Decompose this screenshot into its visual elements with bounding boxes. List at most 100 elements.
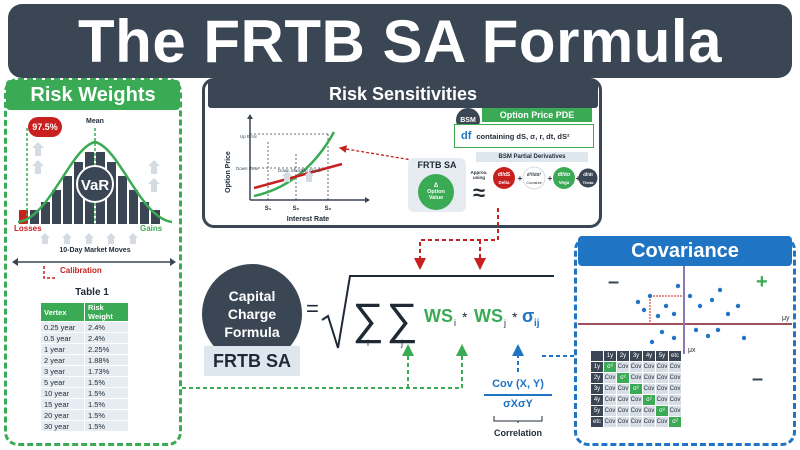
scatter-plot: – + μy μx	[578, 266, 792, 354]
svg-text:*: *	[512, 309, 518, 325]
scatter-points	[635, 283, 747, 345]
table-row: 1y 2y 3y 4y 5y etc	[590, 350, 682, 362]
svg-text:S₀: S₀	[293, 206, 300, 212]
table-header: Vertex	[40, 302, 85, 322]
gains-label: Gains	[140, 224, 163, 233]
greek-curvature: d²f/dS² Curvature	[522, 166, 546, 190]
svg-text:df/dS: df/dS	[498, 172, 511, 178]
pde-box: df containing dS, σ, r, dt, dS²	[454, 124, 594, 148]
greek-vega: df/dσ Vega	[553, 167, 575, 189]
frtb-sa-label: FRTB SA	[204, 346, 300, 376]
svg-text:df/dt: df/dt	[583, 172, 593, 177]
correlation-numerator: Cov (X, Y)	[492, 378, 544, 390]
covariance-header: Covariance	[578, 236, 792, 266]
svg-text:Curvature: Curvature	[526, 181, 541, 185]
greek-delta: df/dS Delta	[493, 167, 515, 189]
table-row: 1y σ² Cov Cov Cov Cov Cov	[590, 361, 682, 373]
page-title: The FRTB SA Formula	[78, 7, 722, 75]
percentile-badge: 97.5%	[28, 117, 62, 137]
option-price-chart: Option Price Up Error Down Error Down Sh…	[225, 114, 370, 223]
greeks-row: df/dS Delta + d²f/dS² Curvature + df/dσ …	[493, 166, 598, 190]
svg-text:*: *	[462, 309, 468, 325]
red-connector	[414, 208, 499, 270]
table-row: 3y Cov Cov σ² Cov Cov Cov	[590, 383, 682, 395]
correlation-denominator: σXσY	[503, 398, 533, 410]
svg-text:Delta: Delta	[498, 180, 510, 185]
red-inner-arrow	[338, 145, 449, 167]
table-header: Risk Weight	[84, 302, 129, 322]
correlation-label: Correlation	[493, 428, 542, 438]
var-label: VaR	[81, 177, 110, 194]
interest-rate-axis-label: Interest Rate	[287, 216, 330, 223]
market-moves-label: 10-Day Market Moves	[59, 247, 131, 254]
covariance-table: 1y 2y 3y 4y 5y etc 1y σ² Cov Cov Cov Cov…	[590, 350, 682, 428]
svg-text:Up Shock: Up Shock	[302, 168, 322, 173]
svg-text:+: +	[756, 271, 768, 293]
svg-text:Theta: Theta	[583, 180, 594, 185]
svg-text:∑: ∑	[386, 295, 417, 344]
title-banner: The FRTB SA Formula	[8, 4, 792, 78]
partial-derivatives-label: BSM Partial Derivatives	[476, 152, 588, 162]
table-row: etc Cov Cov Cov Cov Cov σ²	[590, 416, 682, 428]
minus-bottom: –	[752, 368, 764, 390]
svg-text:i: i	[454, 318, 456, 328]
svg-text:ij: ij	[534, 318, 540, 329]
formula-root: ∑ ∑ i j WS i * WS j * σ ij	[321, 275, 554, 349]
svg-text:+: +	[548, 174, 553, 183]
ws-j: WS	[474, 306, 503, 326]
risk-weights-header: Risk Weights	[6, 80, 180, 110]
frtb-card-label: FRTB SA	[417, 160, 457, 170]
option-pde-header: Option Price PDE	[482, 108, 592, 122]
svg-text:+: +	[518, 174, 523, 183]
svg-text:Down Shock: Down Shock	[278, 168, 304, 173]
sigma-ij: σ	[522, 306, 534, 326]
mean-label: Mean	[86, 118, 104, 125]
svg-text:Down Error: Down Error	[236, 166, 259, 171]
market-moves-axis	[12, 258, 176, 266]
svg-text:d²f/dS²: d²f/dS²	[527, 172, 542, 177]
svg-text:S₁: S₁	[265, 206, 272, 212]
table-title: Table 1	[75, 287, 109, 298]
risk-sensitivities-header: Risk Sensitivities	[208, 80, 598, 108]
svg-text:j: j	[400, 338, 403, 348]
svg-text:j: j	[503, 318, 506, 328]
svg-text:Up Error: Up Error	[240, 134, 258, 139]
correlation-brace	[493, 416, 543, 423]
calibration-label: Calibration	[60, 266, 102, 275]
approx-label: Approx. using	[470, 170, 488, 180]
losses-label: Losses	[14, 224, 42, 233]
greek-theta: df/dt Theta	[578, 168, 598, 188]
svg-text:df/dσ: df/dσ	[558, 172, 571, 178]
svg-text:–: –	[608, 271, 619, 293]
green-connector	[182, 344, 468, 389]
distribution-chart: VaR	[17, 128, 173, 244]
table-row: 2y Cov σ² Cov Cov Cov Cov	[590, 372, 682, 384]
svg-text:μx: μx	[688, 347, 696, 354]
svg-text:i: i	[367, 338, 369, 348]
svg-text:+: +	[576, 174, 581, 183]
fraction-bar	[484, 394, 552, 396]
option-price-axis-label: Option Price	[225, 151, 232, 193]
calibration-arrow	[43, 266, 56, 279]
svg-text:∑: ∑	[352, 295, 383, 344]
table-row: 5y Cov Cov Cov Cov σ² Cov	[590, 405, 682, 417]
ws-i: WS	[424, 306, 453, 326]
approx-symbol: ≈	[472, 180, 486, 205]
equals-sign: =	[306, 296, 319, 321]
svg-text:S₂: S₂	[325, 206, 332, 212]
svg-text:μy: μy	[782, 315, 790, 322]
svg-text:Vega: Vega	[559, 180, 570, 185]
table-row: 4y Cov Cov Cov σ² Cov Cov	[590, 394, 682, 406]
